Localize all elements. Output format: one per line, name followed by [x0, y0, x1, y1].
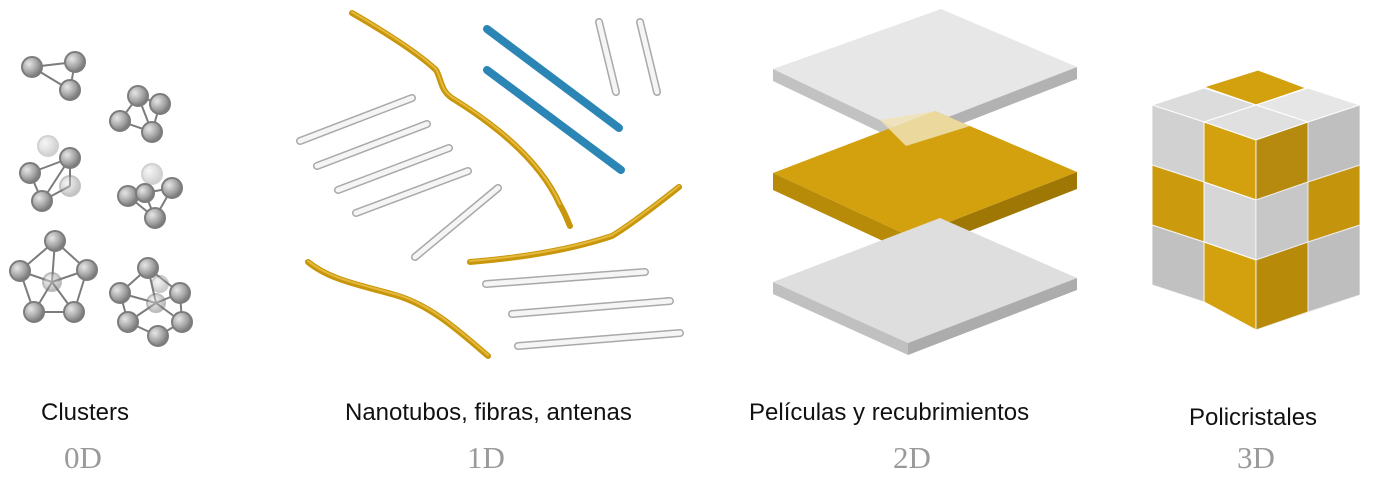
label-nanotubos-fibras-antenas: Nanotubos, fibras, antenas	[345, 399, 632, 426]
cluster-5	[9, 230, 98, 323]
dimension-3d: 3D	[1237, 440, 1275, 475]
cluster-2	[109, 85, 171, 143]
bottom-gray-film	[773, 218, 1077, 355]
cluster-6	[109, 257, 193, 347]
label-peliculas-recubrimientos: Películas y recubrimientos	[749, 399, 1030, 426]
clusters-illustration	[9, 51, 193, 347]
dimension-1d: 1D	[467, 440, 505, 475]
translucent-overlap	[880, 111, 970, 146]
white-tubes	[296, 18, 684, 350]
cluster-4	[117, 163, 183, 229]
dimension-2d: 2D	[893, 440, 931, 475]
polycrystals-illustration	[1150, 69, 1362, 331]
cluster-3	[19, 135, 81, 212]
cluster-1	[21, 51, 86, 101]
films-illustration	[773, 9, 1077, 355]
label-clusters: Clusters	[41, 399, 130, 426]
figure-illustrations	[9, 9, 1362, 359]
dimension-0d: 0D	[64, 440, 102, 475]
gold-fibers-highlight	[307, 11, 680, 356]
label-policristales: Policristales	[1189, 404, 1318, 431]
nanotubes-illustration	[296, 10, 684, 359]
blue-tubes	[483, 25, 625, 174]
